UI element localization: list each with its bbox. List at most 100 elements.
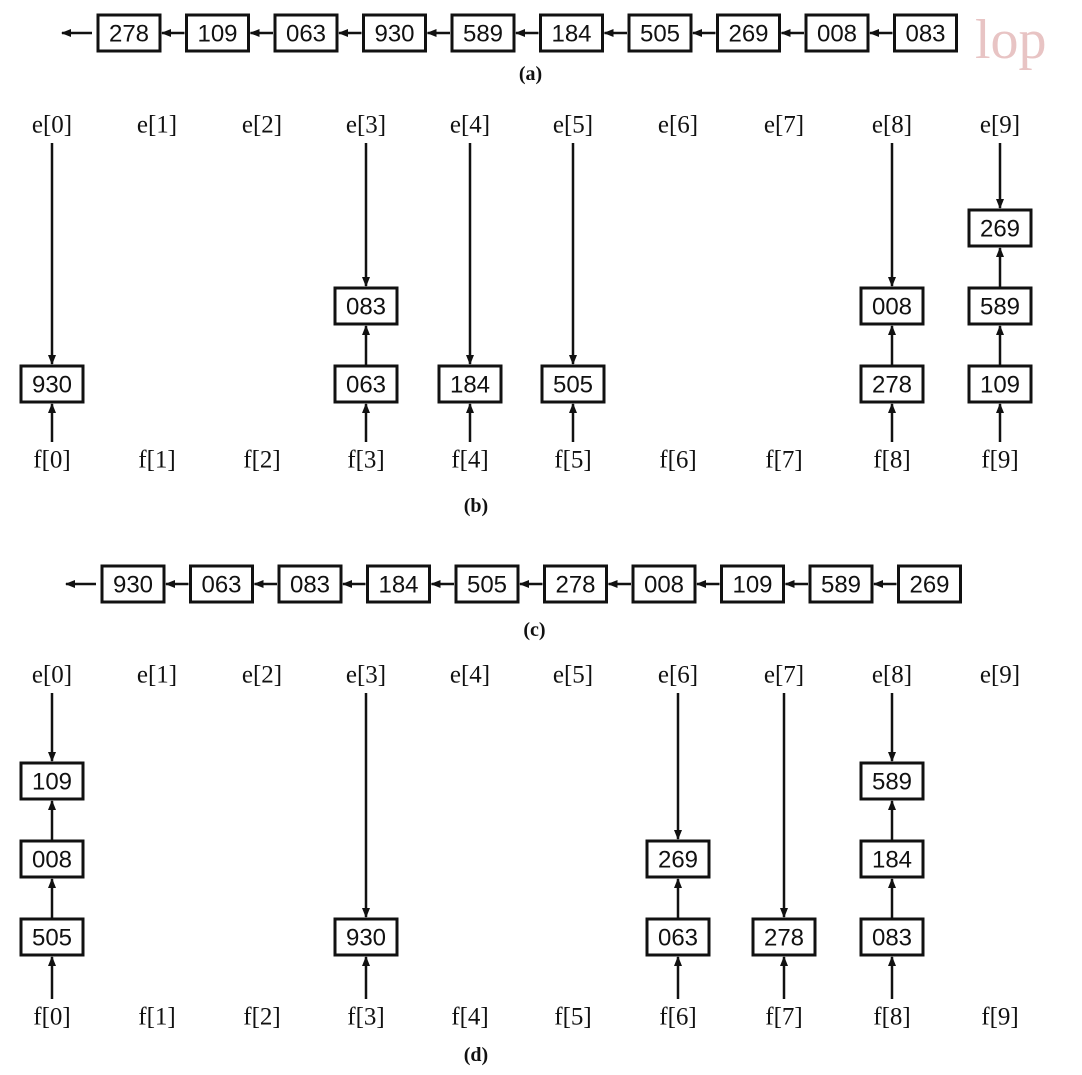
watermark: lop — [975, 9, 1047, 71]
bucket-node: 109 — [19, 761, 85, 801]
node-value: 278 — [109, 21, 149, 48]
list-node: 930 — [362, 13, 427, 53]
node-box — [450, 13, 516, 53]
bucket-tail-label: f[6] — [659, 447, 696, 474]
node-box — [333, 364, 399, 404]
panel-caption: (b) — [464, 495, 488, 517]
node-value: 109 — [197, 21, 237, 48]
node-box — [751, 917, 817, 957]
list-node: 184 — [366, 564, 431, 604]
node-value: 109 — [32, 769, 72, 796]
list-node: 008 — [804, 13, 870, 53]
node-value: 278 — [764, 925, 804, 952]
bucket-head-label: e[1] — [137, 662, 177, 689]
bucket-node: 505 — [540, 364, 606, 404]
node-value: 930 — [32, 372, 72, 399]
bucket-tail-label: f[7] — [765, 1004, 802, 1031]
bucket-node: 184 — [859, 839, 925, 879]
bucket-head-label: e[0] — [32, 112, 72, 139]
node-value: 930 — [346, 925, 386, 952]
panel-b: e[0]f[0]930e[1]f[1]e[2]f[2]e[3]f[3]06308… — [19, 112, 1033, 517]
bucket-head-label: e[9] — [980, 112, 1020, 139]
bucket-tail-label: f[5] — [554, 447, 591, 474]
node-value: 184 — [450, 372, 490, 399]
node-box — [897, 564, 962, 604]
node-value: 589 — [980, 294, 1020, 321]
bucket-node: 930 — [333, 917, 399, 957]
bucket-tail-label: f[1] — [138, 1004, 175, 1031]
node-box — [967, 286, 1033, 326]
node-value: 505 — [467, 572, 507, 599]
bucket-node: 505 — [19, 917, 85, 957]
node-box — [859, 839, 925, 879]
node-value: 269 — [658, 847, 698, 874]
node-value: 589 — [821, 572, 861, 599]
list-node: 505 — [454, 564, 520, 604]
node-box — [543, 564, 608, 604]
node-value: 063 — [201, 572, 241, 599]
node-box — [645, 917, 711, 957]
bucket-node: 109 — [967, 364, 1033, 404]
bucket-head-label: e[6] — [658, 112, 698, 139]
node-box — [716, 13, 781, 53]
list-node: 063 — [273, 13, 339, 53]
node-box — [19, 761, 85, 801]
node-box — [333, 917, 399, 957]
list-node: 269 — [897, 564, 962, 604]
node-box — [540, 364, 606, 404]
node-value: 278 — [872, 372, 912, 399]
bucket-node: 063 — [645, 917, 711, 957]
panel-caption: (c) — [523, 619, 545, 641]
bucket-node: 278 — [751, 917, 817, 957]
bucket-node: 063 — [333, 364, 399, 404]
node-box — [96, 13, 162, 53]
bucket-tail-label: f[5] — [554, 1004, 591, 1031]
bucket-head-label: e[5] — [553, 662, 593, 689]
bucket-head-label: e[8] — [872, 662, 912, 689]
bucket-node: 589 — [859, 761, 925, 801]
list-node: 109 — [720, 564, 785, 604]
node-value: 930 — [113, 572, 153, 599]
bucket-node: 008 — [19, 839, 85, 879]
node-value: 008 — [32, 847, 72, 874]
node-box — [539, 13, 604, 53]
node-box — [333, 286, 399, 326]
node-value: 184 — [551, 21, 591, 48]
bucket-head-label: e[9] — [980, 662, 1020, 689]
bucket-node: 930 — [19, 364, 85, 404]
list-node: 589 — [450, 13, 516, 53]
node-box — [185, 13, 250, 53]
node-box — [720, 564, 785, 604]
list-node: 269 — [716, 13, 781, 53]
bucket-head-label: e[2] — [242, 662, 282, 689]
node-box — [19, 364, 85, 404]
node-box — [859, 364, 925, 404]
bucket-tail-label: f[3] — [347, 447, 384, 474]
node-value: 505 — [553, 372, 593, 399]
list-node: 278 — [96, 13, 162, 53]
panel-d: e[0]f[0]505008109e[1]f[1]e[2]f[2]e[3]f[3… — [19, 662, 1020, 1066]
list-node: 083 — [893, 13, 958, 53]
bucket-node: 083 — [333, 286, 399, 326]
node-box — [859, 917, 925, 957]
bucket-node: 269 — [645, 839, 711, 879]
node-box — [454, 564, 520, 604]
bucket-head-label: e[7] — [764, 662, 804, 689]
node-box — [893, 13, 958, 53]
node-box — [967, 364, 1033, 404]
bucket-tail-label: f[4] — [451, 447, 488, 474]
bucket-tail-label: f[9] — [981, 1004, 1018, 1031]
list-node: 184 — [539, 13, 604, 53]
bucket-head-label: e[3] — [346, 662, 386, 689]
bucket-head-label: e[3] — [346, 112, 386, 139]
node-box — [277, 564, 343, 604]
node-value: 063 — [286, 21, 326, 48]
bucket-tail-label: f[7] — [765, 447, 802, 474]
node-value: 008 — [872, 294, 912, 321]
node-value: 008 — [817, 21, 857, 48]
node-value: 278 — [555, 572, 595, 599]
node-value: 505 — [32, 925, 72, 952]
panel-caption: (d) — [464, 1044, 488, 1066]
